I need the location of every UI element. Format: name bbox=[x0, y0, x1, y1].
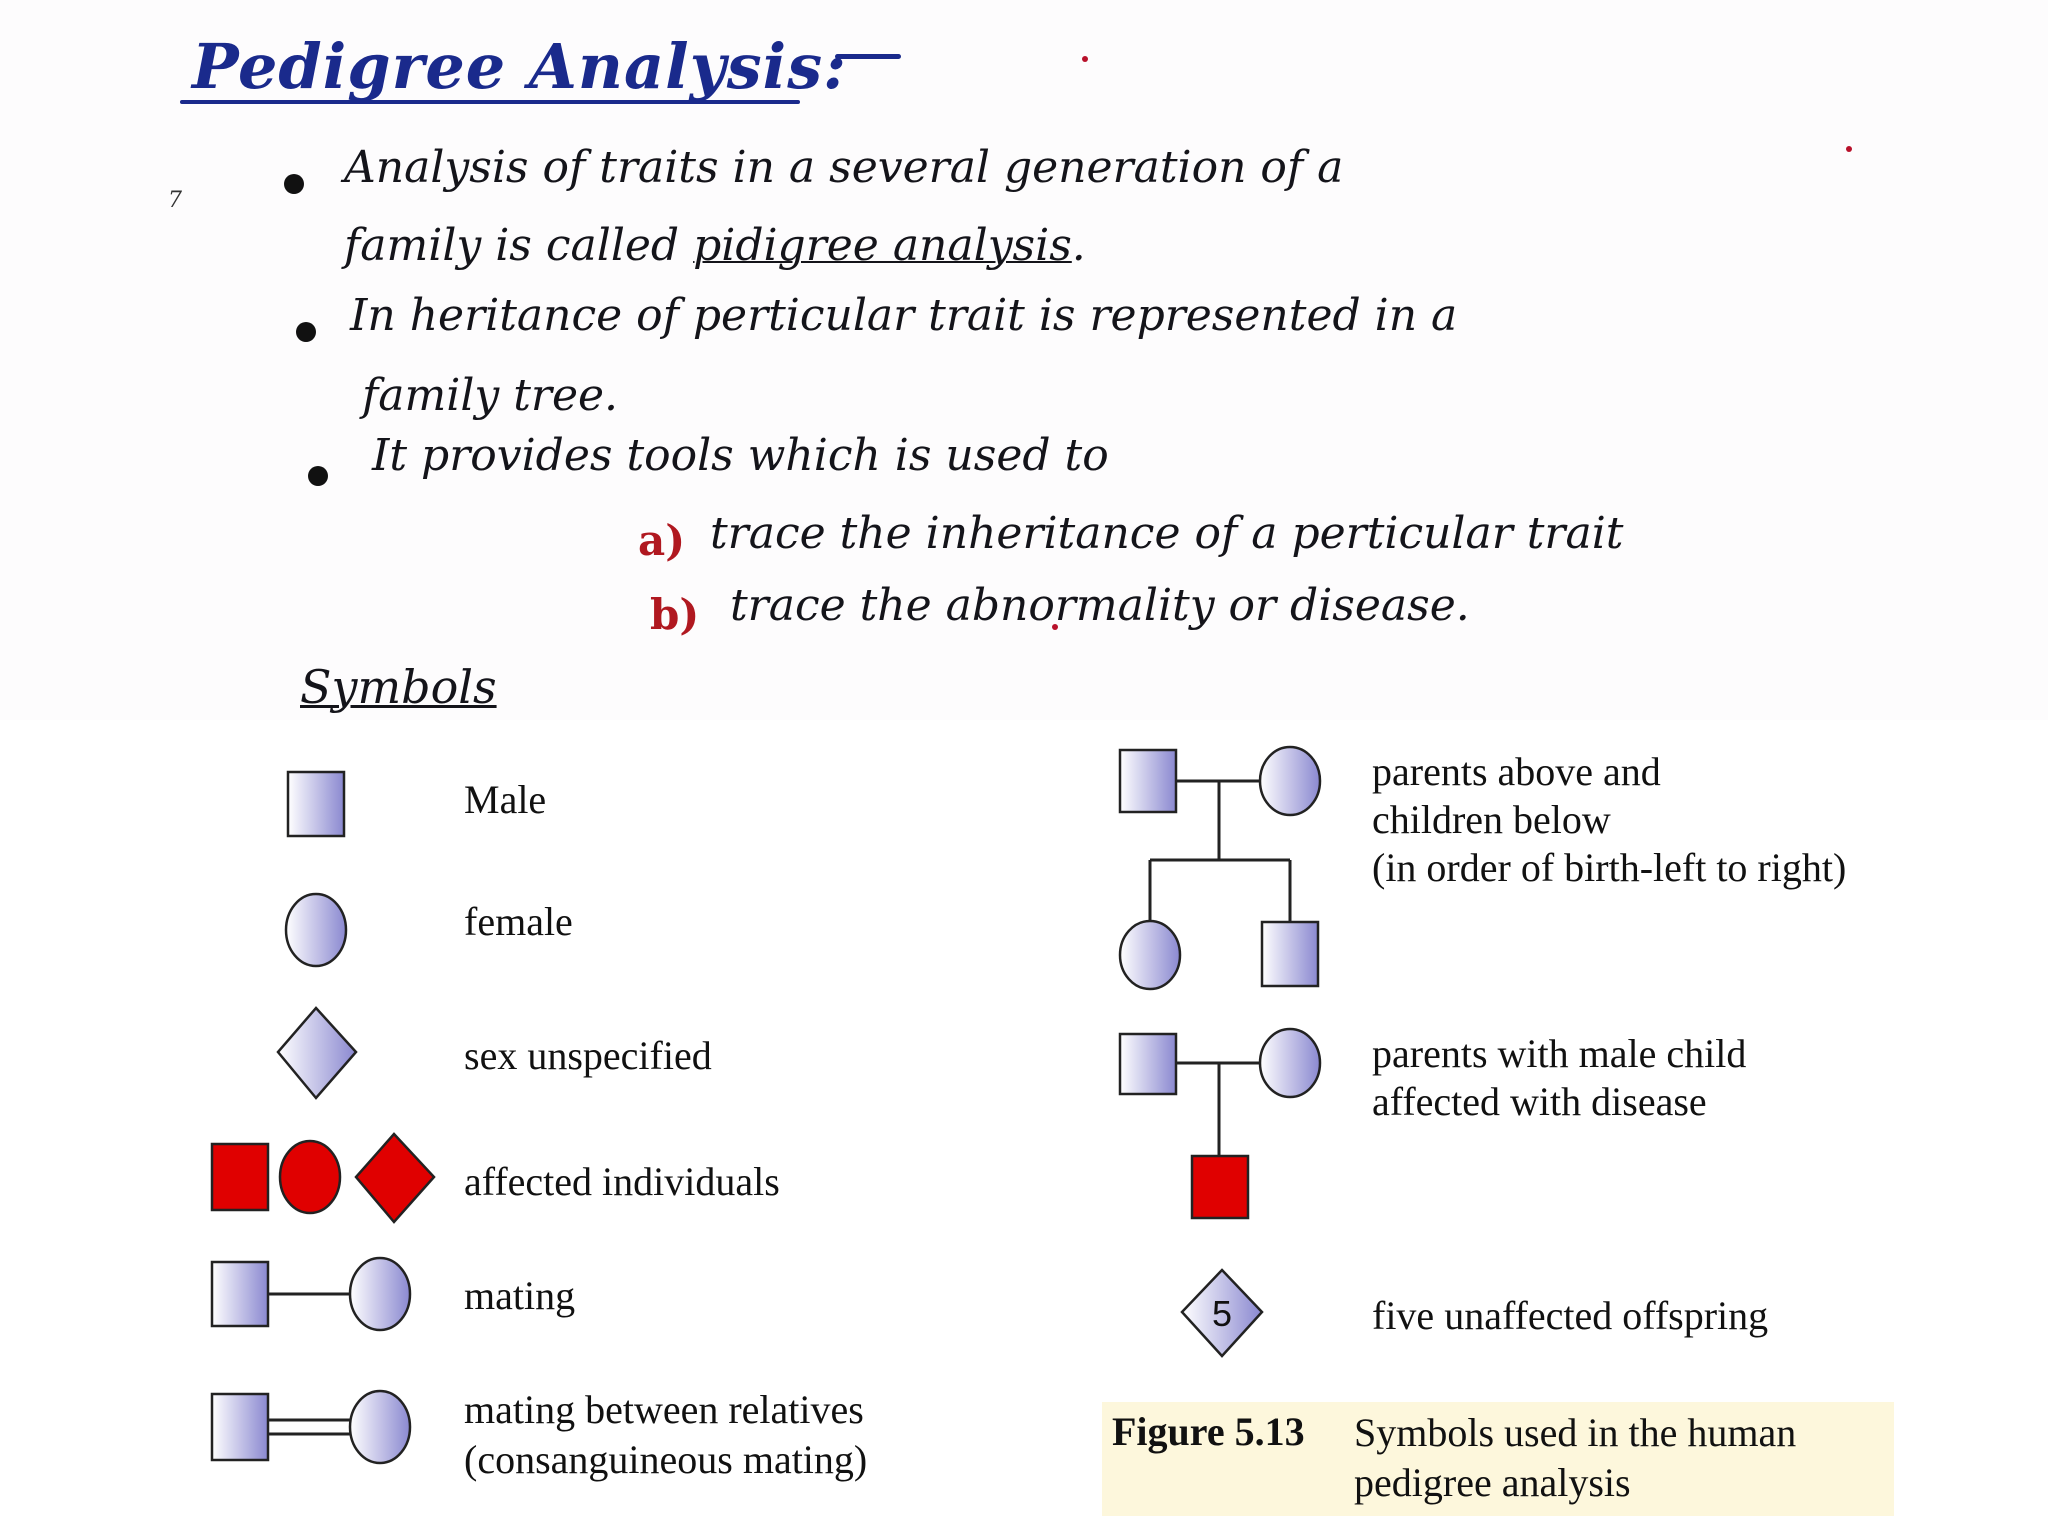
affected-female-icon bbox=[278, 1139, 342, 1215]
label-consanguineous-line-1: mating between relatives bbox=[464, 1387, 864, 1432]
term-pedigree-analysis: pidigree analysis bbox=[693, 220, 1072, 271]
parents-children-icon bbox=[1118, 745, 1322, 991]
label-affected-son-line-1: parents with male child bbox=[1372, 1031, 1747, 1076]
numbered-diamond-icon: 5 bbox=[1180, 1268, 1264, 1358]
label-affected-son-line-2: affected with disease bbox=[1372, 1079, 1707, 1124]
ink-speck bbox=[1846, 146, 1852, 152]
sub-item-b-text: trace the abnormality or disease. bbox=[730, 580, 1470, 631]
male-square-icon bbox=[286, 770, 346, 838]
label-female: female bbox=[464, 899, 573, 944]
ink-speck bbox=[1082, 56, 1088, 62]
sub-item-b-marker: b) bbox=[650, 590, 700, 639]
label-mating: mating bbox=[464, 1273, 576, 1318]
affected-unspecified-icon bbox=[354, 1132, 436, 1224]
label-parents-children-line-3: (in order of birth-left to right) bbox=[1372, 845, 1847, 890]
caption-line-1: Symbols used in the human bbox=[1354, 1410, 1797, 1455]
sub-item-a-text: trace the inheritance of a perticular tr… bbox=[710, 508, 1624, 559]
bullet-icon bbox=[308, 466, 328, 486]
label-parents-children-line-2: children below bbox=[1372, 797, 1611, 842]
title-dash bbox=[835, 54, 901, 59]
bullet-3-line-1: It provides tools which is used to bbox=[372, 430, 1109, 481]
female-circle-icon bbox=[284, 892, 348, 968]
sub-item-a-marker: a) bbox=[638, 516, 686, 565]
bullet-icon bbox=[296, 322, 316, 342]
bullet-1-line-2: family is called pidigree analysis. bbox=[344, 220, 1086, 271]
bullet-1-suffix: . bbox=[1071, 220, 1086, 271]
title-underline bbox=[180, 100, 800, 104]
symbols-heading: Symbols bbox=[300, 660, 497, 714]
bullet-2-line-1: In heritance of perticular trait is repr… bbox=[350, 290, 1458, 341]
figure-number: Figure 5.13 bbox=[1112, 1409, 1305, 1454]
handwritten-notes: Pedigree Analysis: 7 Analysis of traits … bbox=[0, 0, 2048, 720]
margin-mark: 7 bbox=[168, 188, 182, 213]
sex-unspecified-diamond-icon bbox=[276, 1006, 358, 1100]
mating-line-icon bbox=[210, 1256, 412, 1332]
ink-speck bbox=[1052, 624, 1058, 630]
figure-caption-box bbox=[1102, 1402, 1894, 1516]
label-five-unaffected: five unaffected offspring bbox=[1372, 1293, 1769, 1338]
figure-caption: Symbols used in the human pedigree analy… bbox=[1354, 1408, 1796, 1508]
consanguineous-mating-icon bbox=[210, 1389, 412, 1465]
label-affected-individuals: affected individuals bbox=[464, 1159, 780, 1204]
bullet-2-line-2: family tree. bbox=[362, 370, 619, 421]
bullet-1-prefix: family is called bbox=[344, 220, 694, 271]
offspring-count: 5 bbox=[1212, 1293, 1232, 1334]
label-consanguineous-line-2: (consanguineous mating) bbox=[464, 1437, 868, 1482]
caption-line-2: pedigree analysis bbox=[1354, 1460, 1631, 1505]
page-title: Pedigree Analysis: bbox=[192, 30, 847, 103]
bullet-icon bbox=[284, 174, 304, 194]
label-male: Male bbox=[464, 777, 547, 822]
label-sex-unspecified: sex unspecified bbox=[464, 1033, 712, 1078]
label-parents-children-line-1: parents above and bbox=[1372, 749, 1661, 794]
affected-male-icon bbox=[210, 1142, 270, 1212]
bullet-1-line-1: Analysis of traits in a several generati… bbox=[344, 142, 1344, 193]
parents-affected-son-icon bbox=[1118, 1027, 1322, 1220]
